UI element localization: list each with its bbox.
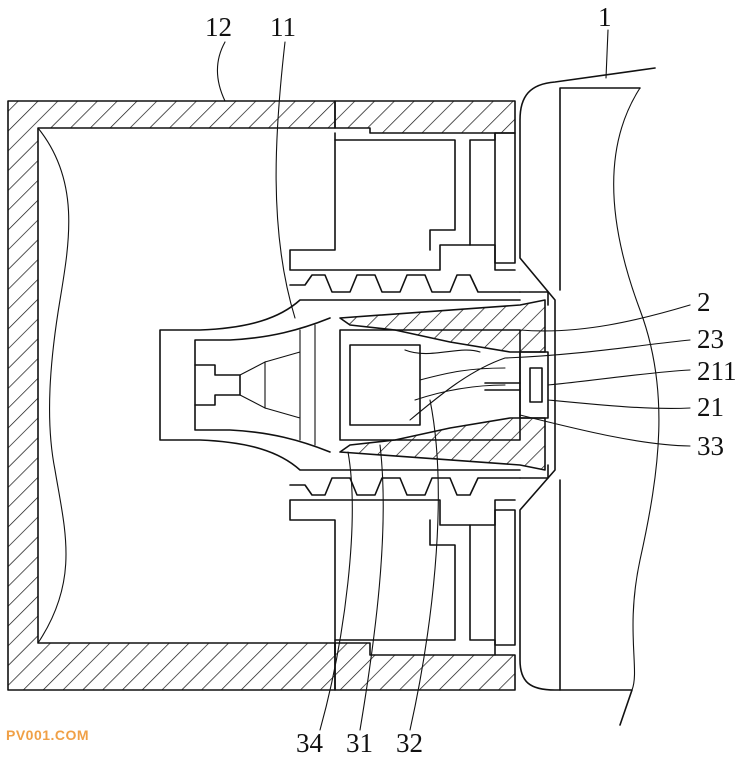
watermark-text: PV001.COM bbox=[6, 727, 89, 743]
label-11: 11 bbox=[270, 12, 296, 42]
leader-23 bbox=[504, 339, 691, 359]
leader-211 bbox=[547, 369, 691, 386]
valve-seat-lower bbox=[339, 417, 546, 471]
sleeve-lower-ledge bbox=[469, 499, 516, 526]
nozzle-outer-profile bbox=[159, 299, 521, 471]
valve-plug bbox=[349, 344, 421, 426]
bottle-neck-inner bbox=[559, 87, 641, 691]
leader-12 bbox=[216, 41, 226, 102]
label-34: 34 bbox=[296, 728, 324, 758]
nozzle-tip bbox=[194, 364, 241, 406]
inner-sleeve-upper-inner bbox=[334, 139, 456, 251]
outer-housing-wall bbox=[7, 100, 336, 691]
inner-sleeve-upper bbox=[289, 132, 496, 271]
check-valve-stem bbox=[484, 382, 521, 391]
end-cap-bore bbox=[529, 367, 543, 403]
label-23: 23 bbox=[697, 324, 724, 354]
label-31: 31 bbox=[346, 728, 373, 758]
label-2: 2 bbox=[697, 287, 711, 317]
label-32: 32 bbox=[396, 728, 423, 758]
inner-sleeve-lower-inner bbox=[334, 519, 456, 641]
sleeve-upper-ring bbox=[494, 132, 516, 264]
leader-11 bbox=[275, 41, 296, 319]
nozzle-inner-profile bbox=[194, 317, 331, 453]
sleeve-lower-ring bbox=[494, 509, 516, 646]
end-cap bbox=[519, 351, 549, 419]
label-33: 33 bbox=[697, 431, 724, 461]
housing-break-line bbox=[37, 127, 70, 644]
leader-31 bbox=[359, 444, 384, 731]
leader-34 bbox=[319, 451, 353, 731]
housing-upper-step bbox=[334, 100, 516, 134]
leader-33 bbox=[519, 414, 691, 447]
housing-lower-step bbox=[334, 642, 516, 691]
thread-upper bbox=[289, 274, 521, 293]
leader-21 bbox=[547, 399, 691, 409]
nozzle-step-lines bbox=[264, 324, 316, 446]
sleeve-upper-ledge bbox=[469, 244, 516, 271]
spring-coil bbox=[404, 349, 506, 421]
label-12: 12 bbox=[205, 12, 232, 42]
label-1: 1 bbox=[598, 2, 612, 32]
inner-sleeve-lower bbox=[289, 499, 496, 656]
leader-32 bbox=[409, 399, 439, 731]
valve-seat-upper bbox=[339, 299, 546, 353]
label-21: 21 bbox=[697, 392, 724, 422]
label-211: 211 bbox=[697, 356, 737, 386]
thread-lower bbox=[289, 477, 521, 496]
leader-1 bbox=[605, 29, 609, 79]
nozzle-tip-taper bbox=[239, 361, 266, 409]
bottle-break-line bbox=[613, 87, 660, 691]
bottle-neck-outer bbox=[519, 67, 656, 726]
leader-2 bbox=[519, 304, 691, 332]
